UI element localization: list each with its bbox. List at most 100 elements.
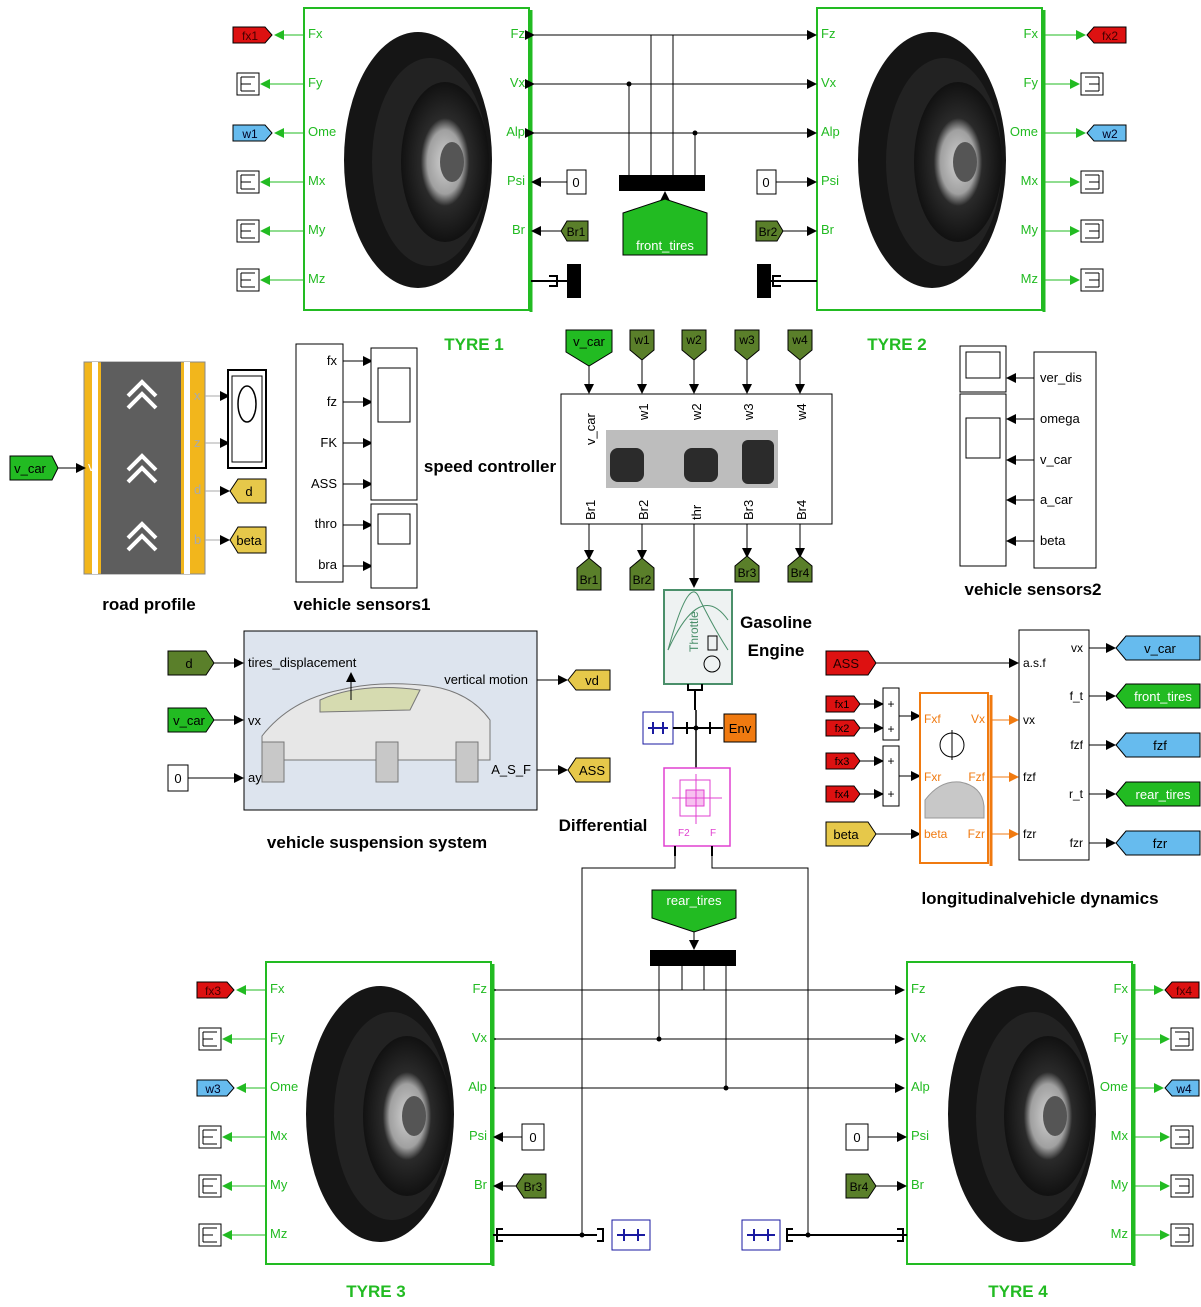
from-v-car-susp[interactable]: v_car bbox=[168, 708, 214, 732]
from-ass[interactable]: ASS bbox=[826, 651, 876, 675]
port-label: Fxr bbox=[924, 770, 941, 784]
goto-w1[interactable]: w1 bbox=[233, 125, 272, 141]
tyre3-block[interactable]: Fx Fy Ome Mx My Mz Fz Vx Alp Psi Br bbox=[266, 962, 493, 1266]
vehicle-suspension-block[interactable]: tires_displacement vx ay vertical motion… bbox=[244, 631, 537, 810]
env-block[interactable]: Env bbox=[724, 714, 756, 742]
svg-text:d: d bbox=[245, 484, 252, 499]
svg-text:Br1: Br1 bbox=[567, 225, 586, 239]
svg-text:+: + bbox=[887, 787, 894, 801]
port-label: Psi bbox=[911, 1128, 929, 1143]
scope-icon[interactable] bbox=[371, 348, 417, 588]
svg-text:fx1: fx1 bbox=[242, 29, 258, 43]
gasoline-engine-block[interactable]: Throttle bbox=[664, 590, 732, 684]
from-br4[interactable]: Br4 bbox=[846, 1174, 876, 1198]
port-label: Fy bbox=[308, 75, 323, 90]
svg-text:Br2: Br2 bbox=[633, 573, 652, 587]
from-br1[interactable]: Br1 bbox=[561, 221, 588, 241]
port-label: v_car bbox=[583, 413, 598, 445]
svg-text:vd: vd bbox=[585, 673, 599, 688]
vehicle-body-block[interactable]: Fxf Fxr beta Vx Fzf Fzr bbox=[920, 693, 991, 866]
svg-text:Br3: Br3 bbox=[524, 1180, 543, 1194]
longitudinal-dynamics-block[interactable]: a.s.f vx fzf fzr vx f_t fzf r_t fzr bbox=[1019, 630, 1089, 860]
port-label: Fy bbox=[270, 1030, 285, 1045]
svg-text:beta: beta bbox=[236, 533, 262, 548]
goto-fx1[interactable]: fx1 bbox=[233, 27, 272, 43]
vehicle-sensors1-block[interactable]: fx fz FK ASS thro bra bbox=[296, 344, 371, 582]
goto-fx4[interactable]: fx4 bbox=[1165, 982, 1199, 998]
tyre4-block[interactable]: Fz Vx Alp Psi Br Fx Fy Ome Mx My Mz bbox=[907, 962, 1134, 1266]
scope-icon[interactable] bbox=[960, 346, 1006, 566]
tyre1-block[interactable]: Fx Fy Ome Mx My Mz Fz Vx Alp Psi Br bbox=[304, 8, 531, 312]
svg-text:front_tires: front_tires bbox=[1134, 689, 1192, 704]
port-label: fzf bbox=[1070, 738, 1083, 752]
from-d[interactable]: d bbox=[168, 651, 214, 675]
road-profile-block[interactable]: v x z d b bbox=[84, 362, 205, 574]
xy-graph-icon[interactable] bbox=[228, 370, 266, 468]
solver-config-icon[interactable] bbox=[643, 712, 673, 744]
tyre-icon bbox=[858, 32, 1006, 288]
port-label: bra bbox=[318, 557, 338, 572]
goto-d[interactable]: d bbox=[230, 479, 266, 503]
port-label: w4 bbox=[794, 403, 809, 421]
goto-fx3[interactable]: fx3 bbox=[197, 982, 234, 998]
svg-text:Br1: Br1 bbox=[580, 573, 599, 587]
port-label: omega bbox=[1040, 411, 1081, 426]
from-fx-tags[interactable]: fx1 fx2 fx3 fx4 bbox=[826, 696, 860, 802]
port-label: ay bbox=[248, 770, 262, 785]
port-label: Br bbox=[512, 222, 526, 237]
svg-text:d: d bbox=[185, 656, 192, 671]
connection-port-icon bbox=[531, 264, 581, 298]
connection-port-icon bbox=[757, 264, 817, 298]
port-label: fzr bbox=[1023, 827, 1036, 841]
port-label: vx bbox=[1023, 713, 1035, 727]
from-beta[interactable]: beta bbox=[826, 822, 876, 846]
solver-config-icon[interactable] bbox=[742, 1220, 780, 1250]
from-w-tags[interactable]: w1 w2 w3 w4 bbox=[630, 330, 812, 360]
port-label: Mz bbox=[308, 271, 325, 286]
port-label: fzf bbox=[1023, 770, 1036, 784]
differential-title: Differential bbox=[559, 816, 648, 835]
svg-text:ASS: ASS bbox=[579, 763, 605, 778]
goto-fx2[interactable]: fx2 bbox=[1087, 27, 1126, 43]
port-label: Fx bbox=[1024, 26, 1039, 41]
goto-w3[interactable]: w3 bbox=[197, 1080, 234, 1096]
goto-long-outputs[interactable]: v_car front_tires fzf rear_tires fzr bbox=[1116, 636, 1200, 855]
port-label: My bbox=[1111, 1177, 1129, 1192]
vehicle-sensors2-block[interactable]: ver_dis omega v_car a_car beta bbox=[1008, 352, 1096, 568]
port-label: ASS bbox=[311, 476, 337, 491]
goto-w2[interactable]: w2 bbox=[1087, 125, 1126, 141]
port-label: Ome bbox=[270, 1079, 298, 1094]
port-label: Fy bbox=[1114, 1030, 1129, 1045]
from-rear-tires[interactable]: rear_tires bbox=[652, 890, 736, 932]
svg-text:w4: w4 bbox=[1175, 1082, 1192, 1096]
sum-block[interactable]: + + + + bbox=[883, 688, 899, 806]
solver-config-icon[interactable] bbox=[612, 1220, 650, 1250]
port-label: Br3 bbox=[741, 500, 756, 520]
port-label: v bbox=[88, 459, 95, 474]
port-label: Br bbox=[821, 222, 835, 237]
port-label: Ome bbox=[1100, 1079, 1128, 1094]
port-label: vx bbox=[1071, 641, 1083, 655]
differential-block[interactable]: F2 F bbox=[664, 768, 730, 846]
port-label: v_car bbox=[1040, 452, 1072, 467]
speed-controller-block[interactable]: v_car w1 w2 w3 w4 Br1 Br2 thr Br3 Br4 bbox=[561, 394, 832, 524]
from-front-tires[interactable]: front_tires bbox=[623, 199, 707, 255]
goto-w4[interactable]: w4 bbox=[1165, 1080, 1199, 1096]
port-label: vx bbox=[248, 713, 262, 728]
constant-label: 0 bbox=[529, 1130, 536, 1145]
port-label: w2 bbox=[689, 403, 704, 421]
from-br2[interactable]: Br2 bbox=[756, 221, 783, 241]
svg-text:fzf: fzf bbox=[1153, 738, 1167, 753]
from-v-car-sc[interactable]: v_car bbox=[566, 330, 612, 366]
goto-vd[interactable]: vd bbox=[568, 670, 610, 690]
goto-ass-susp[interactable]: ASS bbox=[568, 758, 610, 782]
goto-beta[interactable]: beta bbox=[230, 527, 266, 553]
port-label: a.s.f bbox=[1023, 656, 1046, 670]
from-br3[interactable]: Br3 bbox=[516, 1174, 546, 1198]
svg-text:fzr: fzr bbox=[1153, 836, 1168, 851]
port-label: w3 bbox=[741, 403, 756, 421]
terminator-icon bbox=[1081, 73, 1103, 291]
tyre2-block[interactable]: Fz Vx Alp Psi Br Fx Fy Ome Mx My Mz bbox=[817, 8, 1044, 312]
from-v-car[interactable]: v_car bbox=[10, 456, 58, 480]
